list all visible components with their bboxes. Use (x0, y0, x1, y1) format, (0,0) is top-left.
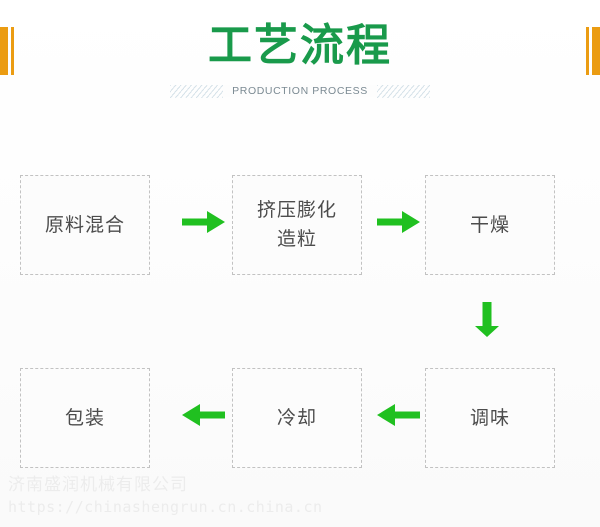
accent-bar-left-thick (0, 27, 8, 75)
page-subtitle: PRODUCTION PROCESS (223, 85, 377, 97)
arrow-extrusion-to-drying-icon (377, 209, 421, 235)
arrow-drying-to-seasoning-icon (474, 302, 500, 338)
flow-step-label: 干燥 (469, 214, 510, 236)
accent-bar-left-thin (11, 27, 14, 75)
flow-step-packaging[interactable]: 包装 (20, 368, 150, 468)
flow-step-label: 调味 (469, 407, 510, 429)
hatch-pattern-left (170, 84, 224, 98)
arrow-cooling-to-packaging-icon (182, 402, 226, 428)
flow-step-label: 包装 (64, 407, 105, 429)
flow-step-label-line2: 造粒 (276, 229, 317, 250)
accent-bar-right-thin (586, 27, 589, 75)
flow-step-label: 原料混合 (44, 214, 125, 236)
flow-step-label: 冷却 (276, 407, 317, 429)
flow-step-cooling[interactable]: 冷却 (232, 368, 362, 468)
watermark-company-name: 济南盛润机械有限公司 (8, 475, 188, 494)
subtitle-banner: PRODUCTION PROCESS (170, 82, 430, 100)
flow-step-extrusion-expansion-granulation[interactable]: 挤压膨化 造粒 (232, 175, 362, 275)
flow-step-raw-material-mixing[interactable]: 原料混合 (20, 175, 150, 275)
hatch-pattern-right (376, 84, 430, 98)
page-title: 工艺流程 (208, 21, 392, 70)
watermark-url: https://chinashengrun.cn.china.cn (8, 498, 323, 516)
flow-step-label-line1: 挤压膨化 (256, 200, 337, 221)
flow-step-seasoning[interactable]: 调味 (425, 368, 555, 468)
flow-step-drying[interactable]: 干燥 (425, 175, 555, 275)
arrow-seasoning-to-cooling-icon (377, 402, 421, 428)
accent-bar-right-thick (592, 27, 600, 75)
arrow-raw-to-extrusion-icon (182, 209, 226, 235)
